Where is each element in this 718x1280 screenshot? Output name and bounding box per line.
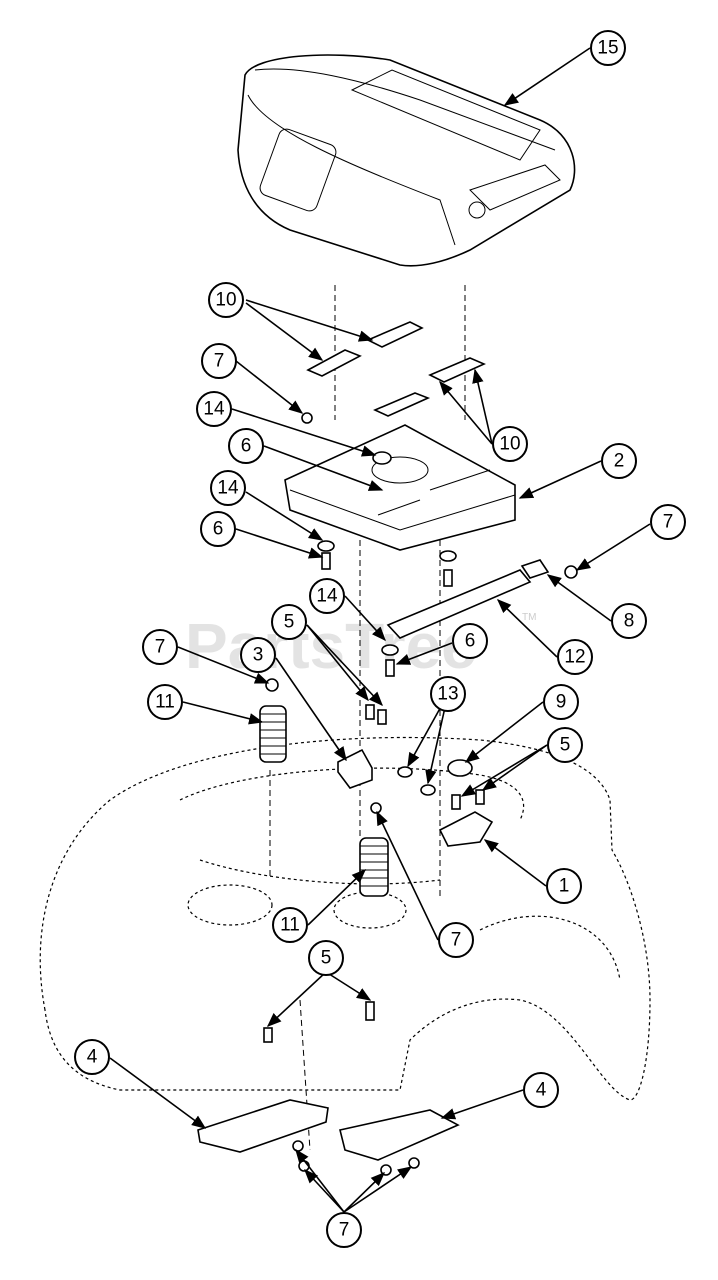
callout-8: 8 <box>611 603 647 639</box>
svg-text:5: 5 <box>284 612 295 633</box>
callout-11-a: 11 <box>147 684 183 720</box>
svg-text:11: 11 <box>155 692 175 713</box>
hardware <box>259 412 578 1176</box>
callout-5-a: 5 <box>271 604 307 640</box>
callout-6-a: 6 <box>228 428 264 464</box>
svg-text:15: 15 <box>597 38 618 59</box>
svg-text:14: 14 <box>203 399 225 420</box>
callout-10-b: 10 <box>492 426 528 462</box>
svg-text:1: 1 <box>559 876 570 897</box>
svg-text:13: 13 <box>437 684 458 705</box>
bracket-1 <box>438 811 494 847</box>
callout-9: 9 <box>543 684 579 720</box>
seat-cushion <box>237 54 576 267</box>
watermark-tm: TM <box>522 612 536 623</box>
svg-text:7: 7 <box>663 512 674 533</box>
svg-text:4: 4 <box>536 1080 547 1101</box>
svg-text:5: 5 <box>560 735 571 756</box>
svg-text:10: 10 <box>215 290 236 311</box>
callout-7-b: 7 <box>650 504 686 540</box>
svg-text:11: 11 <box>280 915 300 936</box>
svg-text:6: 6 <box>465 631 476 652</box>
svg-text:10: 10 <box>499 434 520 455</box>
svg-text:6: 6 <box>241 436 252 457</box>
svg-text:6: 6 <box>213 519 224 540</box>
svg-text:8: 8 <box>624 611 635 632</box>
mount-plates <box>197 1099 460 1161</box>
callout-7-c: 7 <box>142 629 178 665</box>
fender-body <box>39 736 651 1101</box>
callout-3: 3 <box>240 637 276 673</box>
callout-6-b: 6 <box>200 511 236 547</box>
callout-14-a: 14 <box>196 391 232 427</box>
spring-lower <box>359 837 389 897</box>
svg-text:7: 7 <box>214 351 225 372</box>
svg-text:12: 12 <box>564 647 585 668</box>
callout-13: 13 <box>430 676 466 712</box>
callout-14-b: 14 <box>210 470 246 506</box>
callout-5-c: 5 <box>308 940 344 976</box>
callouts: 15 10 7 14 6 14 6 10 2 7 8 14 12 6 5 7 3… <box>74 30 686 1248</box>
svg-text:5: 5 <box>321 948 332 969</box>
svg-text:9: 9 <box>556 692 567 713</box>
callout-4-a: 4 <box>74 1039 110 1075</box>
alignment-lines <box>269 285 466 1151</box>
seat-pads <box>306 321 486 417</box>
callout-1: 1 <box>546 868 582 904</box>
svg-text:14: 14 <box>217 478 239 499</box>
callout-2: 2 <box>601 443 637 479</box>
svg-text:7: 7 <box>155 637 166 658</box>
callout-5-b: 5 <box>547 727 583 763</box>
callout-4-b: 4 <box>523 1072 559 1108</box>
svg-text:7: 7 <box>339 1220 350 1241</box>
callout-12: 12 <box>557 639 593 675</box>
leader-lines <box>109 47 651 1213</box>
svg-text:7: 7 <box>451 930 462 951</box>
spring-upper <box>259 705 287 763</box>
svg-text:4: 4 <box>87 1047 98 1068</box>
seat-pan <box>284 424 516 551</box>
callout-15: 15 <box>590 30 626 66</box>
slide-rail <box>386 559 550 639</box>
callout-7-a: 7 <box>201 343 237 379</box>
svg-text:2: 2 <box>614 451 625 472</box>
callout-11-b: 11 <box>272 907 308 943</box>
callout-6-c: 6 <box>452 623 488 659</box>
svg-text:3: 3 <box>253 645 264 666</box>
callout-10-a: 10 <box>208 282 244 318</box>
callout-7-e: 7 <box>326 1212 362 1248</box>
callout-14-c: 14 <box>309 578 345 614</box>
svg-text:14: 14 <box>316 586 338 607</box>
callout-7-d: 7 <box>438 922 474 958</box>
